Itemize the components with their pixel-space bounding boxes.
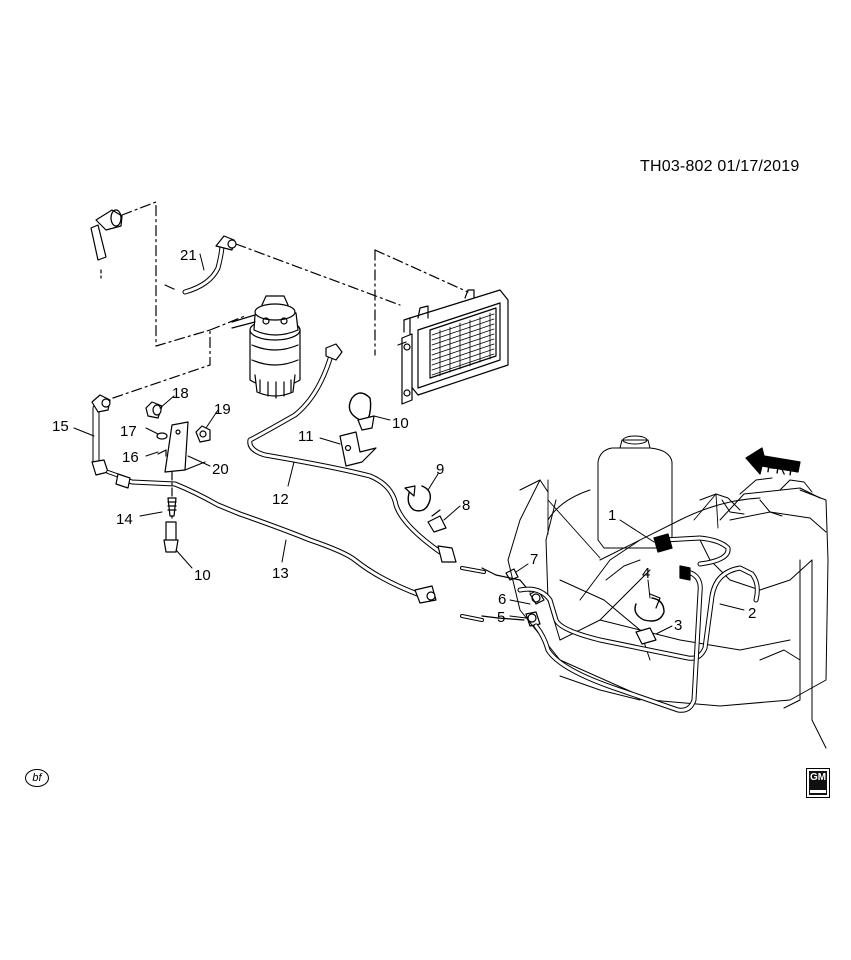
front-direction-arrow <box>745 447 801 475</box>
callout-12: 12 <box>272 491 289 508</box>
connector-stubs <box>460 566 531 622</box>
stud-14 <box>167 497 177 517</box>
gm-logo: GM <box>806 768 830 798</box>
diagram-reference: TH03-802 01/17/2019 <box>640 158 800 175</box>
fuel-cooler <box>397 289 509 405</box>
callout-10-lower: 10 <box>194 567 211 584</box>
pipe-1-upper <box>653 533 731 581</box>
callout-10-upper: 10 <box>392 415 409 432</box>
callout-19: 19 <box>214 401 231 418</box>
callout-6: 6 <box>498 591 506 608</box>
callout-5: 5 <box>497 609 505 626</box>
bf-badge: bf <box>25 769 49 787</box>
spacer-16 <box>157 449 167 457</box>
fuel-filter-assembly <box>231 295 301 399</box>
callout-14: 14 <box>116 511 133 528</box>
callout-leaders <box>73 253 745 635</box>
callout-labels: 15 17 16 18 19 20 21 14 10 13 12 11 10 9… <box>52 247 796 634</box>
fitting-5 <box>525 611 541 627</box>
callout-18: 18 <box>172 385 189 402</box>
callout-20: 20 <box>212 461 229 478</box>
callout-8: 8 <box>462 497 470 514</box>
callout-11: 11 <box>298 428 314 445</box>
callout-3: 3 <box>674 617 682 634</box>
bracket-20 <box>164 421 206 473</box>
callout-16: 16 <box>122 449 139 466</box>
fuel-pipe-12 <box>247 343 457 563</box>
front-label: FRT <box>765 459 796 480</box>
fuel-hose-21 <box>182 235 237 295</box>
fuel-tank <box>507 435 829 749</box>
clip-10-lower <box>163 521 179 553</box>
tank-guides <box>547 479 719 559</box>
callout-7: 7 <box>530 551 538 568</box>
washer-17 <box>156 432 168 440</box>
callout-13: 13 <box>272 565 289 582</box>
hose-elbow-fitting <box>90 209 123 279</box>
callout-21: 21 <box>180 247 197 264</box>
callout-4: 4 <box>642 565 650 582</box>
retainer-8 <box>427 509 447 533</box>
fuel-pipe-13 <box>115 473 437 604</box>
gm-logo-text: GM <box>809 771 827 795</box>
leader-lines <box>112 201 469 399</box>
clip-9 <box>404 485 432 512</box>
callout-9: 9 <box>436 461 444 478</box>
gm-logo-bar <box>810 790 826 793</box>
bracket-11 <box>339 431 377 467</box>
callout-15: 15 <box>52 418 69 435</box>
fuel-pipe-2 <box>533 569 703 713</box>
clip-10-upper <box>348 392 375 431</box>
nut-19 <box>195 425 211 443</box>
callout-1: 1 <box>608 507 616 524</box>
clip-4 <box>634 593 665 622</box>
retainer-3 <box>635 627 657 645</box>
callout-2: 2 <box>748 605 756 622</box>
callout-17: 17 <box>120 423 137 440</box>
nut-18 <box>145 401 163 419</box>
